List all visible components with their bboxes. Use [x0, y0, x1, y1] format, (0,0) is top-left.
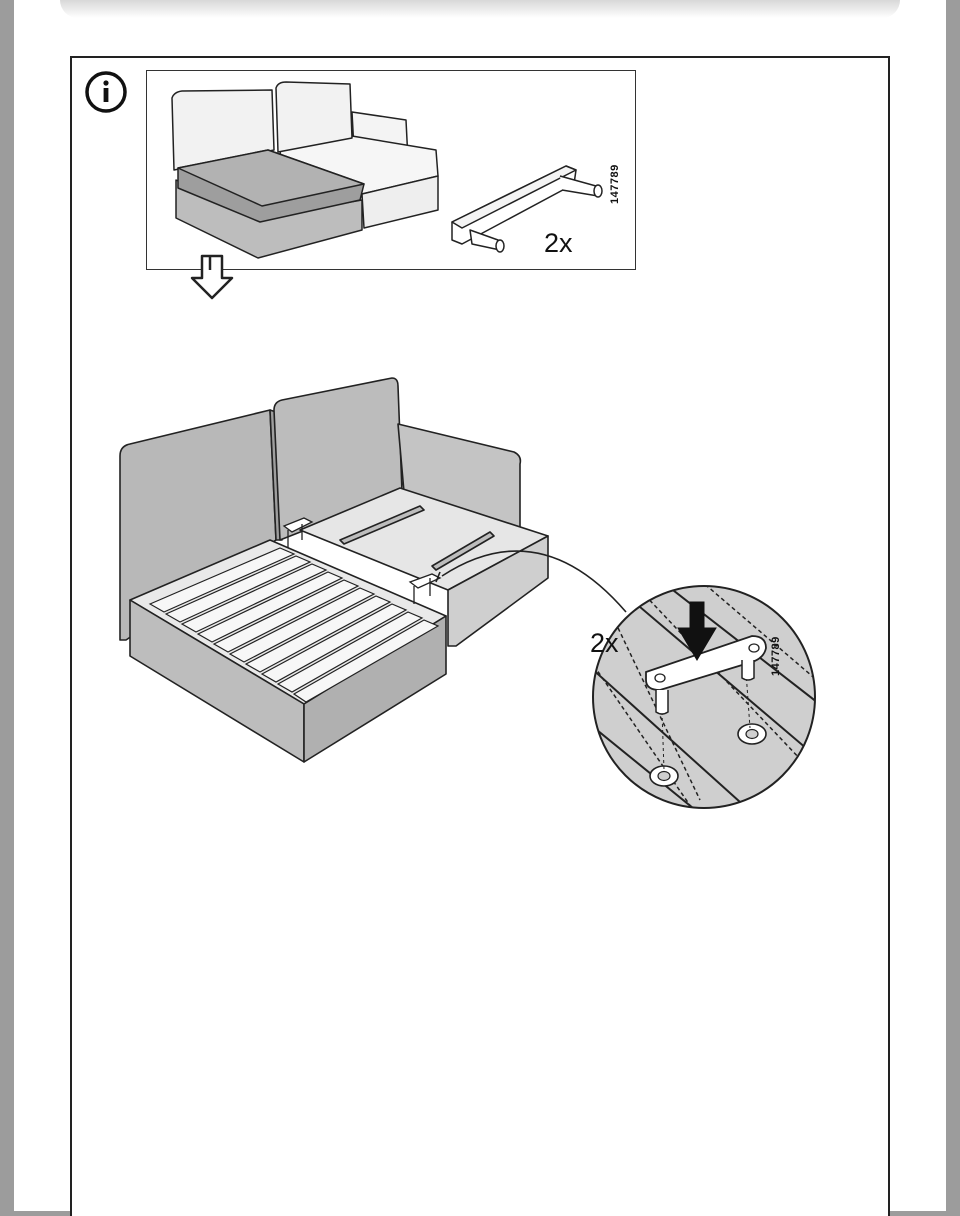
sofa-bed-illustration	[119, 377, 549, 763]
sofa-illustration	[171, 81, 439, 259]
connector-placement-marks	[282, 517, 442, 604]
panel-quantity-label: 2x	[544, 228, 573, 258]
detail-pointer-line	[441, 550, 627, 613]
panel-part-number: 147789	[609, 164, 621, 204]
detail-zoom-circle	[592, 585, 816, 809]
connector-part-illustration	[451, 165, 603, 253]
info-panel	[146, 70, 636, 270]
step-transition-arrow	[190, 254, 234, 300]
info-icon	[85, 71, 127, 113]
detail-quantity-label: 2x	[590, 628, 619, 658]
bed-slats	[148, 547, 440, 703]
detail-part-number: 147789	[770, 636, 782, 676]
previous-page-edge	[60, 0, 900, 18]
